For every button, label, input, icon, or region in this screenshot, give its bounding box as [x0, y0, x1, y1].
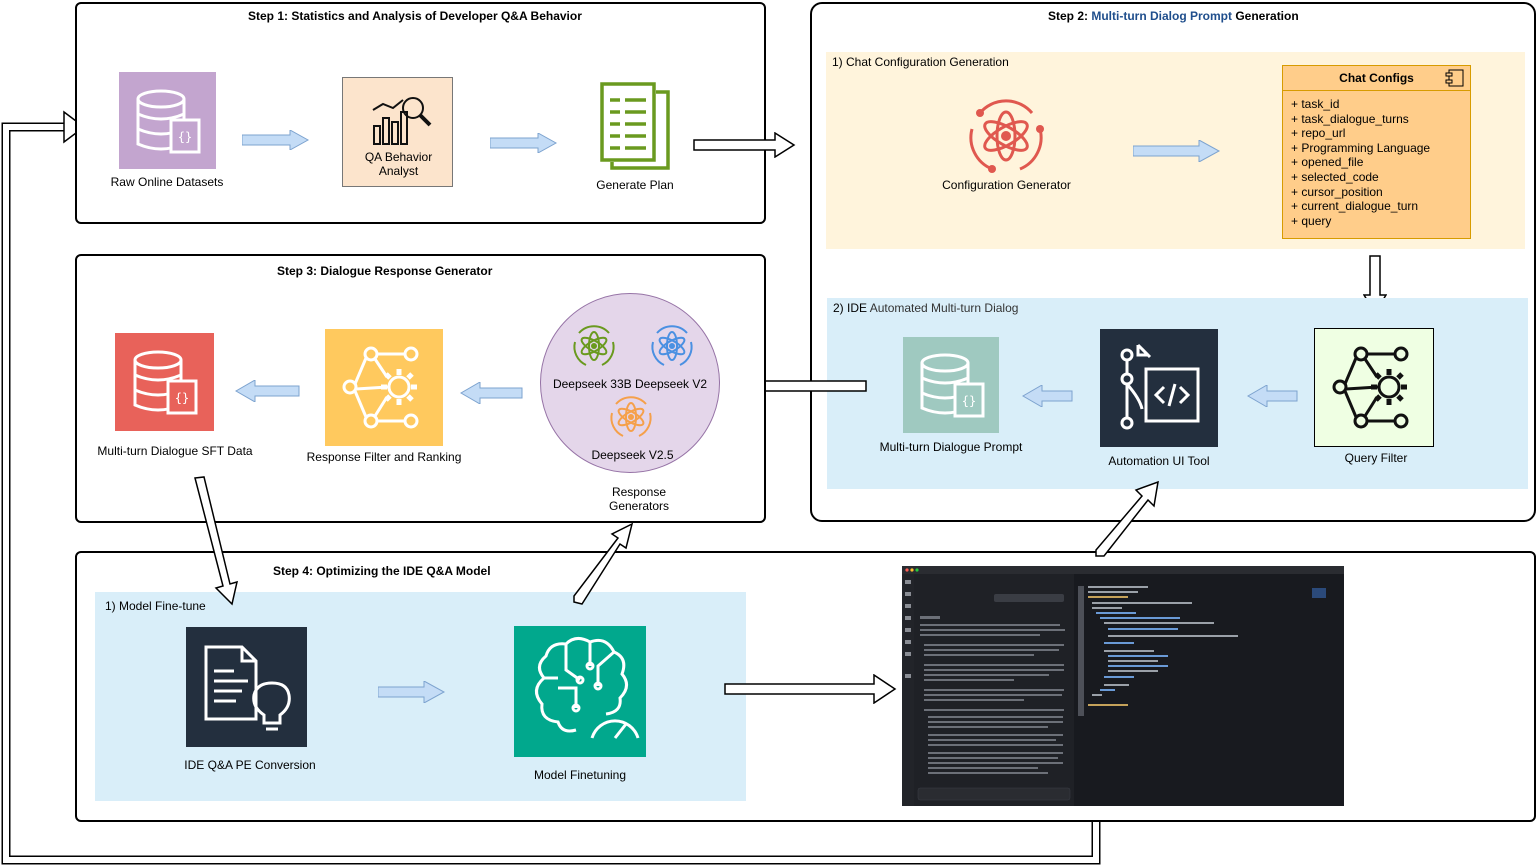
query-filter-tile	[1314, 328, 1434, 447]
arrow-step1-to-step2	[693, 132, 796, 158]
neural-network-gear-icon	[325, 329, 443, 446]
arrow-finetuning-to-generators	[573, 522, 634, 605]
step2-title: Step 2: Multi-turn Dialog Prompt Generat…	[1048, 9, 1299, 23]
arrow-sft-to-finetune	[194, 476, 239, 606]
arrow-generator-to-configs	[1133, 140, 1221, 162]
arrow-generators-to-filter	[460, 382, 523, 404]
svg-text:{}: {}	[962, 394, 976, 408]
chat-configs-card: Chat Configs + task_id+ task_dialogue_tu…	[1282, 65, 1471, 239]
chat-config-section-label: 1) Chat Configuration Generation	[832, 55, 1009, 69]
raw-datasets-tile: {}	[119, 72, 216, 169]
multi-turn-prompt-label: Multi-turn Dialogue Prompt	[879, 440, 1023, 454]
component-icon	[1445, 69, 1464, 87]
step4-title: Step 4: Optimizing the IDE Q&A Model	[273, 564, 491, 578]
chat-config-field: + repo_url	[1291, 126, 1346, 141]
automation-ui-tool-tile	[1100, 329, 1218, 447]
raw-datasets-label: Raw Online Datasets	[110, 175, 224, 189]
chat-config-field: + opened_file	[1291, 155, 1364, 170]
svg-text:{}: {}	[178, 130, 192, 144]
chat-configs-header: Chat Configs	[1283, 66, 1470, 91]
feedback-loop-arrowhead	[63, 110, 86, 144]
analytics-magnifier-icon	[372, 97, 432, 145]
arrow-raw-to-analyst	[242, 130, 310, 150]
atom-cycle-icon	[651, 325, 693, 366]
automation-ui-tool-label: Automation UI Tool	[1108, 454, 1210, 468]
chat-configs-title: Chat Configs	[1339, 71, 1414, 85]
step2-title-prefix: Step 2:	[1048, 9, 1092, 23]
models-line-label: Deepseek 33B Deepseek V2	[552, 377, 708, 391]
arrow-ide-to-ui-tool	[1095, 480, 1159, 557]
response-generators-label-1: Response	[611, 485, 667, 499]
sft-data-label: Multi-turn Dialogue SFT Data	[97, 444, 253, 458]
pe-conversion-label: IDE Q&A PE Conversion	[184, 758, 316, 772]
document-lightbulb-icon	[186, 627, 307, 747]
ide-dialog-section-label: 2) IDE Automated Multi-turn Dialog	[833, 301, 1018, 315]
multi-turn-prompt-tile: {}	[903, 337, 999, 433]
arrow-query-filter-to-ui-tool	[1247, 385, 1298, 407]
chat-config-field: + task_id	[1291, 97, 1340, 111]
arrow-finetuning-to-ide	[724, 674, 897, 704]
automation-code-icon	[1100, 329, 1218, 447]
ide-section-suffix: Automated Multi-turn Dialog	[869, 301, 1019, 315]
chat-config-field: + task_dialogue_turns	[1291, 111, 1409, 126]
arrow-analyst-to-plan	[490, 133, 558, 153]
chat-config-field: + query	[1291, 213, 1332, 228]
model-finetuning-tile	[514, 626, 646, 757]
qa-analyst-tile: QA Behavior Analyst	[342, 77, 453, 187]
atom-cycle-icon	[610, 396, 652, 437]
config-generator-label: Configuration Generator	[942, 178, 1071, 192]
database-icon: {}	[119, 72, 216, 169]
document-list-icon	[600, 82, 670, 170]
svg-text:{}: {}	[175, 391, 189, 405]
database-icon: {}	[903, 337, 999, 433]
neural-network-gear-icon	[1332, 346, 1409, 429]
query-filter-label: Query Filter	[1344, 451, 1408, 465]
sft-data-tile: {}	[115, 333, 214, 431]
model-v25-label: Deepseek V2.5	[591, 448, 674, 462]
pe-conversion-tile	[186, 627, 307, 747]
model-finetuning-label: Model Finetuning	[533, 768, 627, 782]
database-icon: {}	[115, 333, 214, 431]
generate-plan-tile	[598, 80, 673, 172]
ide-section-prefix: 2) IDE	[833, 301, 870, 315]
response-filter-label: Response Filter and Ranking	[306, 450, 462, 464]
ide-screenshot-art	[902, 566, 1344, 806]
chat-config-field: + current_dialogue_turn	[1291, 199, 1419, 214]
chat-configs-fields: + task_id+ task_dialogue_turns+ repo_url…	[1291, 97, 1430, 228]
qa-analyst-label-1: QA Behavior	[364, 150, 433, 164]
chat-config-field: + cursor_position	[1291, 184, 1383, 199]
generate-plan-label: Generate Plan	[596, 178, 674, 192]
atom-cycle-icon	[969, 99, 1044, 173]
chat-config-field: + selected_code	[1291, 169, 1379, 184]
chat-config-field: + Programming Language	[1291, 140, 1431, 155]
arrow-ui-tool-to-prompt	[1022, 385, 1073, 407]
arrow-pe-to-finetuning	[378, 681, 446, 703]
ide-screenshot	[902, 566, 1344, 806]
qa-analyst-label-2: Analyst	[378, 164, 419, 178]
step2-title-highlight: Multi-turn Dialog Prompt	[1091, 9, 1232, 23]
response-generators-label-2: Generators	[608, 499, 670, 513]
arrow-filter-to-sft	[235, 380, 300, 402]
step1-title: Step 1: Statistics and Analysis of Devel…	[248, 9, 582, 23]
config-generator-tile	[962, 93, 1050, 179]
fine-tune-section-label: 1) Model Fine-tune	[105, 599, 206, 613]
response-filter-tile	[325, 329, 443, 446]
brain-circuit-icon	[514, 626, 646, 757]
step2-title-suffix: Generation	[1232, 9, 1299, 23]
step3-title: Step 3: Dialogue Response Generator	[277, 264, 493, 278]
response-generators-circle	[540, 293, 720, 473]
atom-cycle-icon	[573, 325, 615, 366]
